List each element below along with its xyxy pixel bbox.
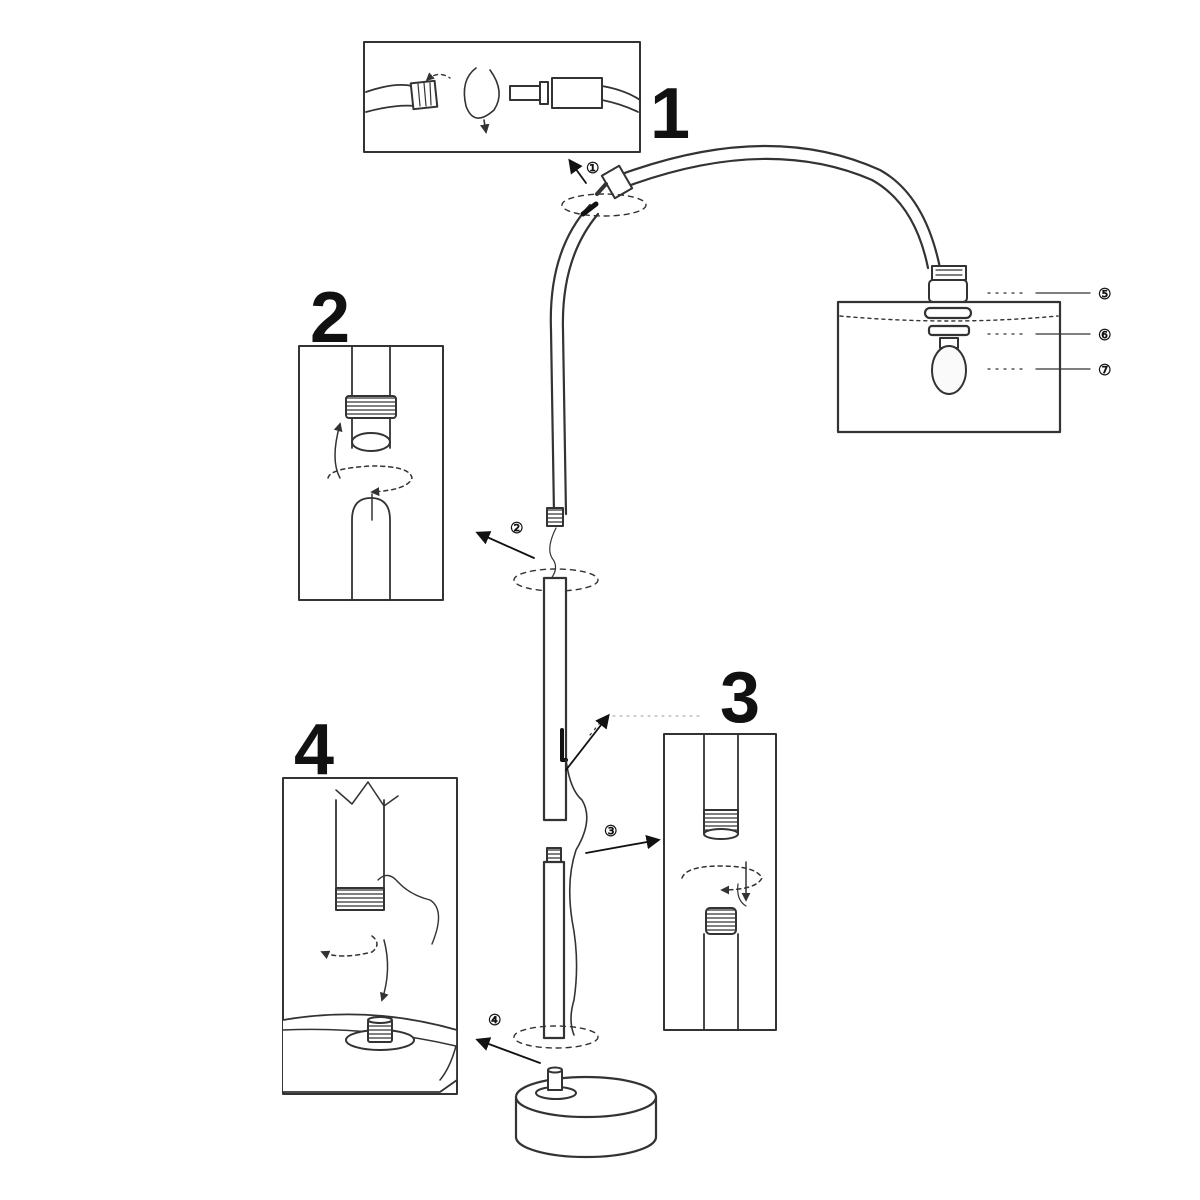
part-marker-5: ⑤ bbox=[1098, 286, 1111, 303]
power-cord bbox=[565, 759, 588, 1036]
lamp-arc bbox=[549, 144, 942, 516]
inset-step-3 bbox=[663, 733, 777, 1031]
step-marker-1: ① bbox=[586, 160, 599, 177]
part-markers: ⑤ ⑥ ⑦ bbox=[1098, 286, 1111, 379]
step-marker-2: ② bbox=[510, 520, 523, 537]
step-number-3: 3 bbox=[720, 658, 760, 738]
step-number-4: 4 bbox=[294, 710, 334, 790]
step-number-2: 2 bbox=[310, 278, 350, 358]
step-numbers: 1 2 3 4 bbox=[294, 74, 760, 790]
part-leaders bbox=[987, 292, 1091, 370]
lower-pole bbox=[513, 847, 599, 1049]
lamp-base bbox=[514, 1066, 658, 1159]
arc-joint bbox=[561, 164, 647, 217]
part-marker-7: ⑦ bbox=[1098, 362, 1111, 379]
lamp-main bbox=[475, 144, 1091, 1159]
part-marker-6: ⑥ bbox=[1098, 327, 1111, 344]
bulb-icon bbox=[931, 345, 967, 395]
step-number-1: 1 bbox=[650, 74, 690, 154]
step-marker-3: ③ bbox=[604, 823, 617, 840]
inset-step-1 bbox=[363, 41, 641, 153]
lamp-head bbox=[928, 265, 968, 303]
inset-step-2 bbox=[298, 345, 444, 601]
step-arrows bbox=[475, 158, 661, 1064]
step-marker-4: ④ bbox=[488, 1012, 501, 1029]
inset-step-4 bbox=[282, 777, 458, 1095]
lamp-shade bbox=[836, 300, 1062, 434]
step-markers: ① ② ③ ④ bbox=[488, 160, 617, 1029]
upper-pole bbox=[542, 576, 568, 822]
